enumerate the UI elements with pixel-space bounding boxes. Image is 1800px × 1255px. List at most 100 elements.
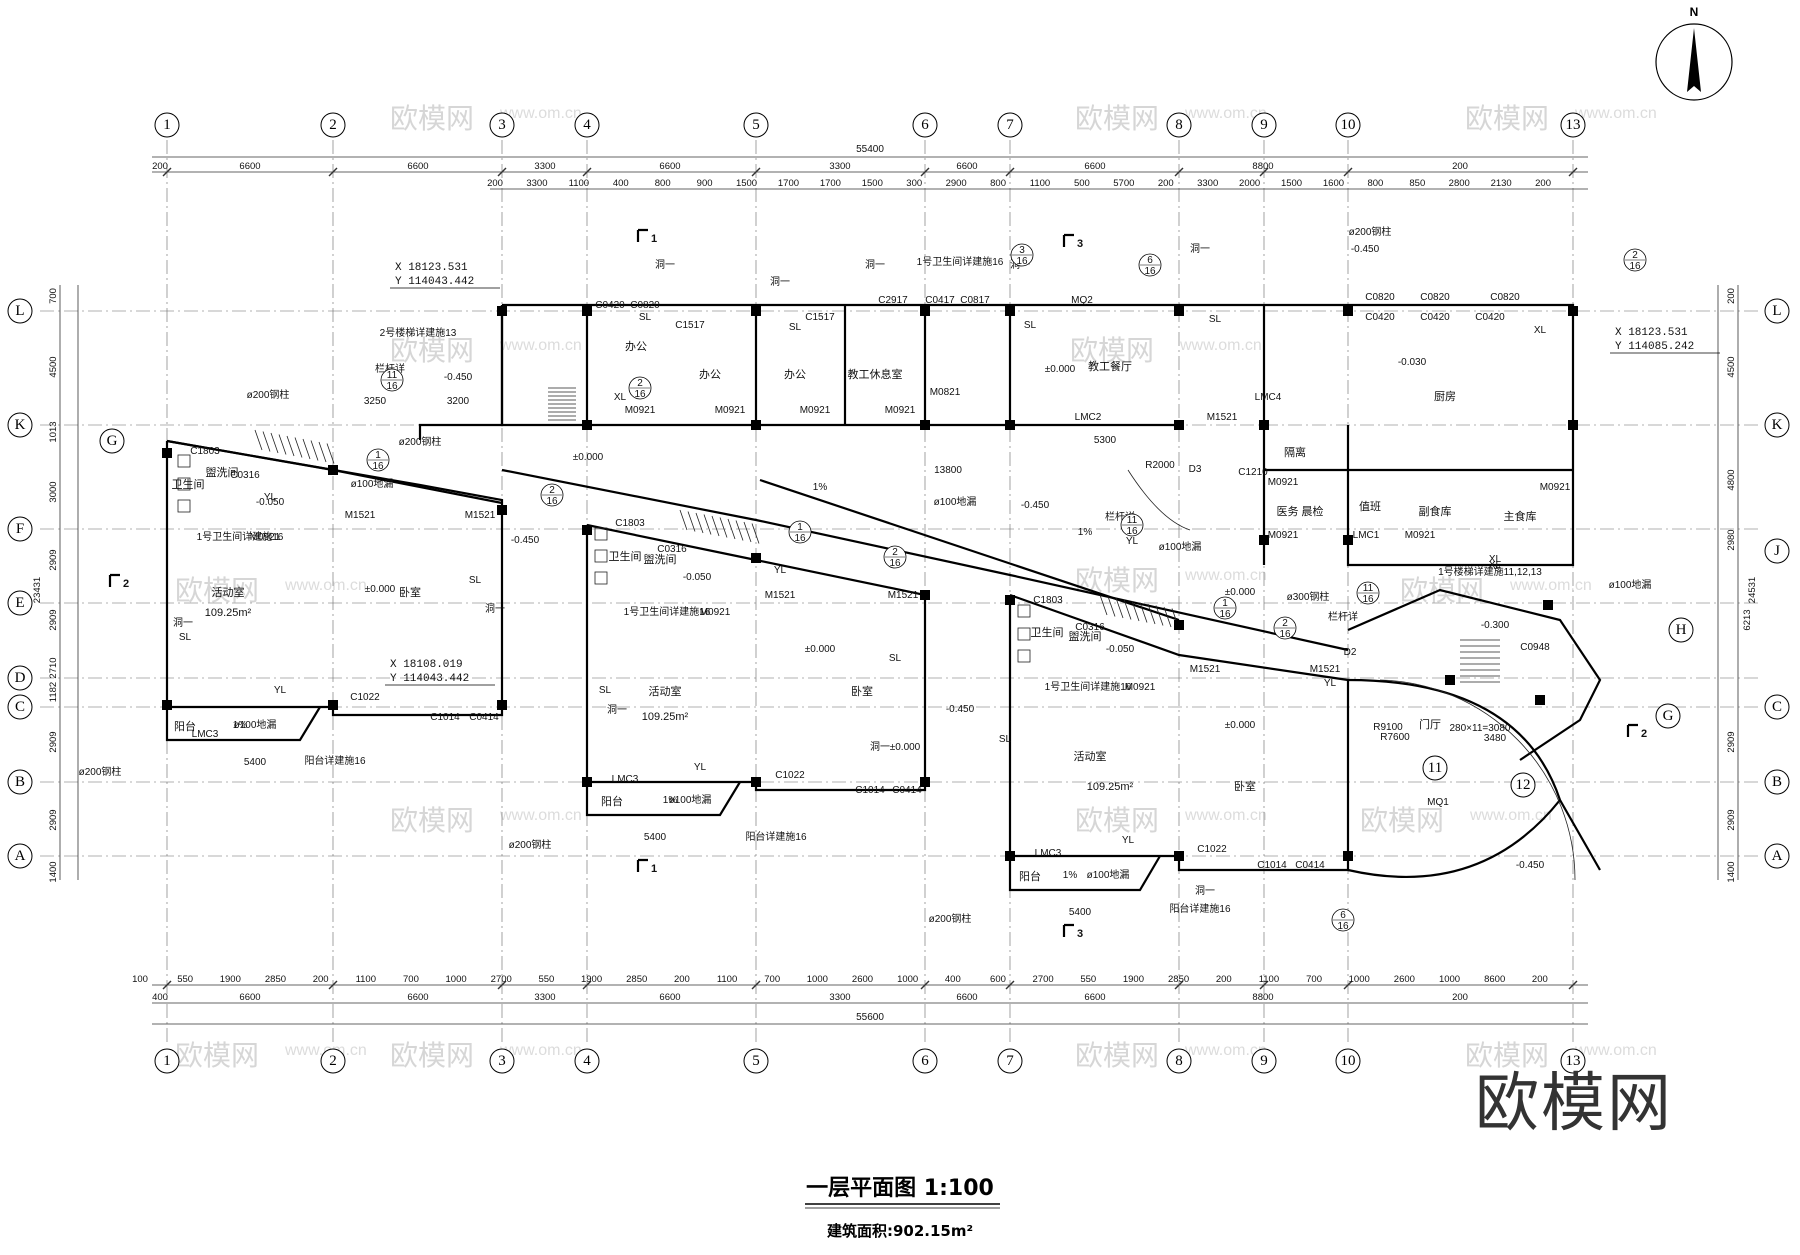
annotation-elev_m045: -0.450 xyxy=(1351,244,1380,255)
structural-column xyxy=(497,505,507,515)
room-label-area1: 109.25m² xyxy=(205,607,252,619)
wall-segment xyxy=(165,706,321,742)
watermark-url: www.om.cn xyxy=(499,1042,582,1059)
wall-segment xyxy=(1179,303,1575,567)
stair-tread xyxy=(1155,605,1164,626)
stair-tread xyxy=(1139,602,1148,623)
axis-bubble-left-F xyxy=(7,516,33,542)
axis-bubble-top-5 xyxy=(743,112,769,138)
room-label-office1: 办公 xyxy=(625,340,647,353)
detail-ref-sheet: 16 xyxy=(1337,921,1349,932)
axis-bubble-bottom-2-label: 2 xyxy=(329,1053,337,1069)
axis-bubble-top-3-label: 3 xyxy=(498,117,506,133)
annotation-sl: SL xyxy=(179,632,192,643)
fixture-wc xyxy=(177,454,191,468)
axis-bubble-top-8 xyxy=(1166,112,1192,138)
axis-bubble-right-G-label: G xyxy=(1663,708,1674,724)
section-marker: 1 xyxy=(636,858,657,875)
dim-bottom-row1-value: 700 xyxy=(1306,974,1322,985)
axis-bubble-top-9-label: 9 xyxy=(1260,117,1268,133)
annotation-hole: 洞一 xyxy=(485,603,505,615)
tag-m1521: M1521 xyxy=(765,590,796,601)
axis-bubble-left-F-label: F xyxy=(16,521,24,537)
tag-m0921: M0921 xyxy=(700,607,731,618)
detail-ref-number: 1 xyxy=(1222,598,1228,609)
dim-top-row2-value: 2130 xyxy=(1491,178,1512,189)
room-label-bedroom1: 卧室 xyxy=(399,585,421,599)
dim-tick xyxy=(751,980,761,990)
tag-c1022: C1022 xyxy=(775,770,805,781)
annotation-xl: XL xyxy=(1489,554,1502,565)
axis-bubble-top-1 xyxy=(154,112,180,138)
annotation-yl: YL xyxy=(1324,678,1337,689)
annotation-r7600: R7600 xyxy=(1380,732,1410,743)
dim-bottom-row1-value: 2850 xyxy=(1168,974,1189,985)
detail-ref-number: 2 xyxy=(637,378,643,389)
section-marker: 2 xyxy=(108,573,129,590)
dim-left-value: 2710 xyxy=(48,657,59,678)
watermark-url: www.om.cn xyxy=(1574,105,1657,122)
axis-bubble-top-13-label: 13 xyxy=(1566,117,1581,133)
dim-left-value: 2909 xyxy=(48,809,59,830)
axis-bubble-left-C-label: C xyxy=(15,699,25,715)
dim-bottom-row1-value: 1900 xyxy=(220,974,241,985)
annotation-floor_drain: ø100地漏 xyxy=(234,718,277,731)
tag-c1803: C1803 xyxy=(1033,595,1063,606)
dim-bottom-row1-value: 1000 xyxy=(446,974,467,985)
wall-layout xyxy=(165,303,1602,892)
dim-bottom-row1-value: 2700 xyxy=(491,974,512,985)
dim-left-value: 1013 xyxy=(48,421,59,442)
axis-bubble-bottom-7 xyxy=(997,1048,1023,1074)
section-marker-line xyxy=(1062,233,1074,247)
structural-column xyxy=(751,420,761,430)
annotation-elev_0: ±0.000 xyxy=(365,584,396,595)
room-label-medical: 医务 晨检 xyxy=(1276,504,1323,518)
annotation-xl: XL xyxy=(1534,325,1547,336)
annotation-dim3250: 3250 xyxy=(364,396,387,407)
room-label-area3: 109.25m² xyxy=(1087,781,1134,793)
dim-left-value: 2909 xyxy=(48,609,59,630)
structural-column xyxy=(162,700,172,710)
axis-bubble-top-13 xyxy=(1560,112,1586,138)
watermark-text: 欧模网 xyxy=(1070,334,1154,367)
detail-ref-sheet: 16 xyxy=(634,389,646,400)
annotation-steel_col300: ø300钢柱 xyxy=(1287,590,1330,603)
detail-ref-bubble: 216 xyxy=(1273,616,1297,640)
watermark-url: www.om.cn xyxy=(1184,567,1267,584)
detail-ref-bubble: 216 xyxy=(628,376,652,400)
dim-bottom-row2-value: 3300 xyxy=(534,992,555,1003)
dimension-lines xyxy=(59,156,1739,1025)
dim-top-row2-value: 200 xyxy=(487,178,503,189)
dim-tick xyxy=(1568,167,1578,177)
dim-top-row2-value: 2800 xyxy=(1449,178,1470,189)
wall-segment xyxy=(165,439,504,717)
fixture-wc xyxy=(594,527,608,541)
tag-m1521: M1521 xyxy=(345,510,376,521)
structural-column xyxy=(1343,851,1353,861)
axis-bubble-left-D xyxy=(7,665,33,691)
dim-bottom-row1-value: 2600 xyxy=(852,974,873,985)
dim-bottom-row1-value: 550 xyxy=(538,974,554,985)
structural-column xyxy=(582,306,592,316)
structural-column xyxy=(751,553,761,563)
dim-tick xyxy=(328,980,338,990)
detail-ref-number: 2 xyxy=(549,485,555,496)
structural-column xyxy=(920,590,930,600)
structural-column xyxy=(1174,851,1184,861)
dim-top-row2-value: 500 xyxy=(1074,178,1090,189)
axis-bubble-bottom-5-label: 5 xyxy=(752,1053,760,1069)
room-label-isolation: 隔离 xyxy=(1284,445,1306,459)
coord-y: Y 114043.442 xyxy=(390,673,469,685)
annotation-toilet_detail: 1号卫生间详建施16 xyxy=(1045,680,1132,693)
annotation-sl: SL xyxy=(1024,320,1037,331)
annotation-hole: 洞一 xyxy=(865,259,885,271)
annotation-sl: SL xyxy=(789,322,802,333)
annotation-balcony_detail: 阳台详建施16 xyxy=(1169,902,1231,915)
axis-grid xyxy=(40,140,1760,1045)
coord-y: Y 114085.242 xyxy=(1615,341,1694,353)
tag-m1521: M1521 xyxy=(888,590,919,601)
detail-ref-bubble: 616 xyxy=(1138,253,1162,277)
dim-bottom-row1-value: 700 xyxy=(764,974,780,985)
